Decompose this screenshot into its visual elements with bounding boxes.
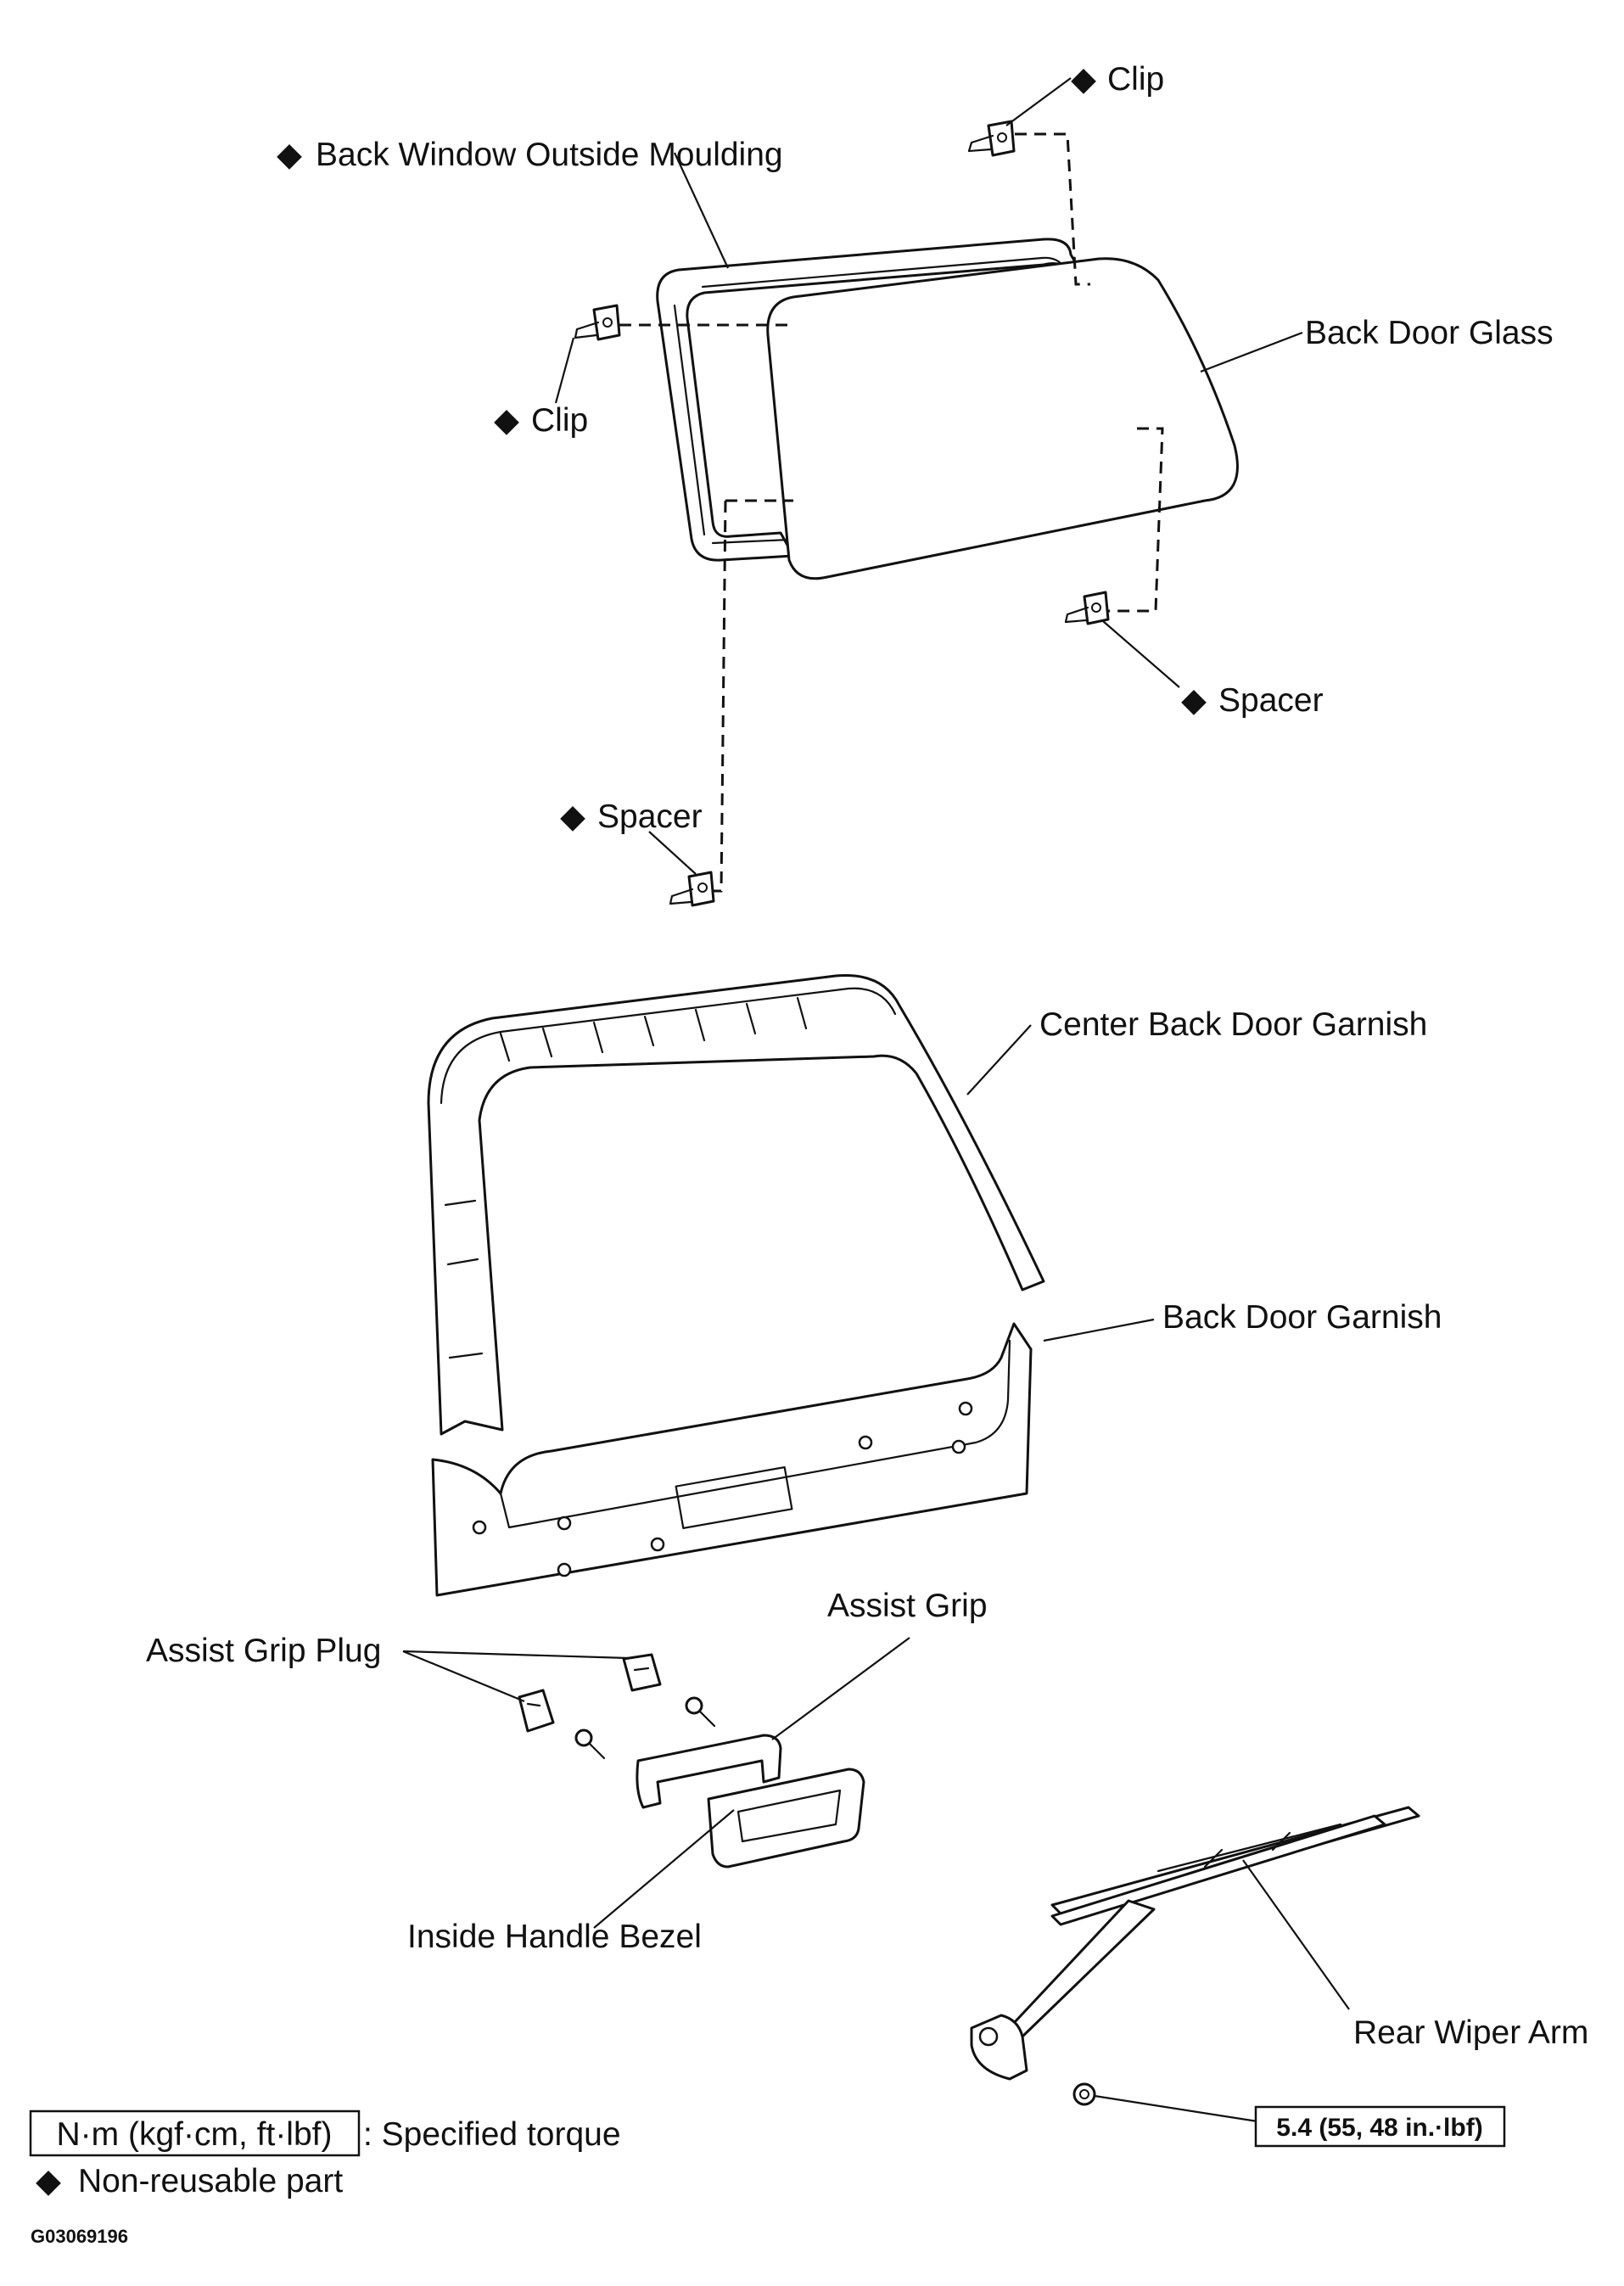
non-reusable-marker: ◆ [1181, 682, 1207, 719]
label-assist-grip: Assist Grip [827, 1588, 988, 1624]
figure-code: G03069196 [31, 2226, 128, 2247]
non-reusable-marker: ◆ [494, 402, 519, 439]
assist-grip [636, 1734, 782, 1809]
label-back-door-glass: Back Door Glass [1305, 315, 1554, 351]
non-reusable-marker: ◆ [560, 798, 585, 835]
label-spacer-right: Spacer [1218, 682, 1324, 719]
label-clip-top: Clip [1107, 61, 1164, 98]
spacer-right [1064, 591, 1110, 625]
inside-handle-bezel [707, 1768, 865, 1869]
label-spacer-left: Spacer [597, 798, 703, 835]
back-door-glass [766, 257, 1239, 580]
clip-left [574, 304, 621, 341]
legend-torque-desc: : Specified torque [363, 2116, 621, 2153]
screw-left [574, 1729, 606, 1760]
wiper-nut [1072, 2082, 1096, 2106]
label-back-door-garnish: Back Door Garnish [1162, 1299, 1442, 1336]
label-back-window-outside-moulding: Back Window Outside Moulding [316, 137, 783, 173]
screw-right [685, 1696, 716, 1728]
legend-non-reusable-desc: Non-reusable part [78, 2163, 343, 2199]
torque-spec-value: 5.4 (55, 48 in.·lbf) [1276, 2114, 1482, 2142]
torque-spec-box: 5.4 (55, 48 in.·lbf) [1254, 2105, 1506, 2148]
center-back-door-garnish [427, 973, 1045, 1436]
legend-torque-unit: N·m (kgf·cm, ft·lbf) [57, 2116, 333, 2153]
non-reusable-marker: ◆ [277, 137, 302, 173]
legend-non-reusable-symbol: ◆ [36, 2163, 61, 2199]
back-door-garnish [431, 1322, 1033, 1597]
label-center-back-door-garnish: Center Back Door Garnish [1039, 1006, 1427, 1043]
spacer-left [669, 871, 715, 907]
assist-grip-plug-right [622, 1653, 662, 1692]
label-assist-grip-plug: Assist Grip Plug [146, 1633, 381, 1669]
clip-top [967, 120, 1016, 157]
label-clip-left: Clip [531, 402, 588, 439]
label-inside-handle-bezel: Inside Handle Bezel [407, 1919, 702, 1955]
assist-grip-plug-left [518, 1689, 555, 1733]
non-reusable-marker: ◆ [1071, 61, 1096, 98]
rear-wiper-arm [970, 1806, 1420, 2081]
label-rear-wiper-arm: Rear Wiper Arm [1353, 2014, 1588, 2051]
legend: N·m (kgf·cm, ft·lbf) : Specified torque … [29, 2110, 621, 2199]
